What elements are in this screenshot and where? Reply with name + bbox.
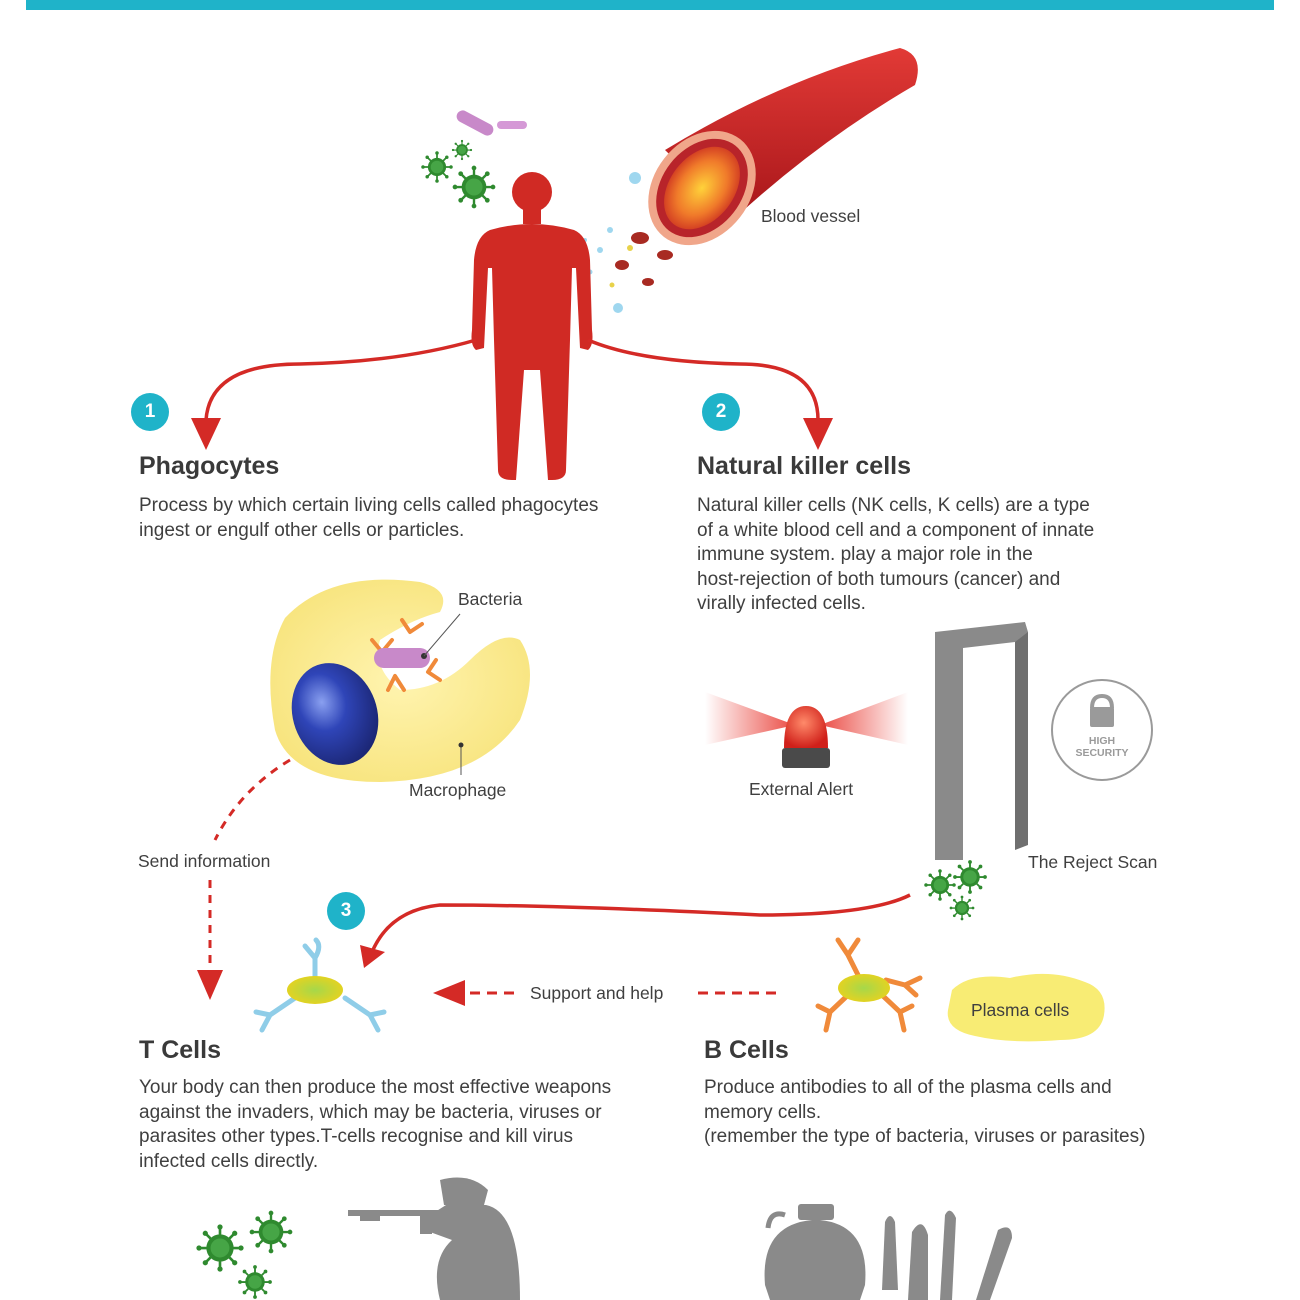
human-body-icon xyxy=(471,172,593,480)
plasma-cells-label: Plasma cells xyxy=(971,1000,1070,1020)
plasma-cell-icon xyxy=(947,973,1105,1042)
virus-cluster-bottom xyxy=(195,1209,294,1300)
step-badge-2: 2 xyxy=(702,393,740,431)
arrow-to-phagocytes xyxy=(191,338,477,450)
blood-vessel-label: Blood vessel xyxy=(761,206,861,226)
macrophage-icon xyxy=(270,579,530,782)
t-cells-title: T Cells xyxy=(139,1036,221,1064)
t-cell-icon xyxy=(253,937,387,1033)
phagocytes-description: Process by which certain living cells ca… xyxy=(139,495,599,541)
reject-scan-label: The Reject Scan xyxy=(1028,852,1158,872)
bacteria-icon xyxy=(456,110,527,136)
nk-cells-title: Natural killer cells xyxy=(697,452,912,480)
support-help-arrow xyxy=(433,980,782,1006)
macrophage-label: Macrophage xyxy=(409,780,507,800)
bacteria-label: Bacteria xyxy=(458,589,523,609)
phagocytes-title: Phagocytes xyxy=(139,452,280,480)
security-gate-icon xyxy=(935,622,1028,860)
b-cells-description: Produce antibodies to all of the plasma … xyxy=(704,1077,1146,1147)
top-accent-bar xyxy=(26,0,1274,10)
high-security-line-1: HIGH xyxy=(1088,735,1116,747)
virus-cluster-gate xyxy=(923,859,988,922)
b-cells-title: B Cells xyxy=(704,1036,789,1064)
step-badge-1: 1 xyxy=(131,393,169,431)
external-alert-label: External Alert xyxy=(749,779,854,799)
arrow-to-nk-cells xyxy=(587,338,833,450)
alarm-light-icon xyxy=(705,692,908,768)
high-security-text: HIGH SECURITY xyxy=(1066,735,1138,759)
t-cells-description: Your body can then produce the most effe… xyxy=(139,1077,612,1172)
soldier-icon xyxy=(348,1177,520,1300)
lock-icon xyxy=(1090,707,1114,727)
nk-cells-description: Natural killer cells (NK cells, K cells)… xyxy=(697,495,1095,614)
send-information-arrow xyxy=(197,758,291,1000)
high-security-badge xyxy=(1051,679,1153,781)
support-help-label: Support and help xyxy=(530,983,664,1003)
high-security-line-2: SECURITY xyxy=(1075,747,1129,759)
step-badge-3: 3 xyxy=(327,892,365,930)
virus-cluster-top xyxy=(420,139,497,210)
send-information-label: Send information xyxy=(138,851,271,871)
b-cell-icon xyxy=(815,937,923,1033)
bullets-icon xyxy=(882,1210,1012,1300)
grenade-icon xyxy=(764,1204,866,1300)
blood-vessel-icon xyxy=(583,48,918,313)
reject-scan-arrow xyxy=(360,893,911,968)
